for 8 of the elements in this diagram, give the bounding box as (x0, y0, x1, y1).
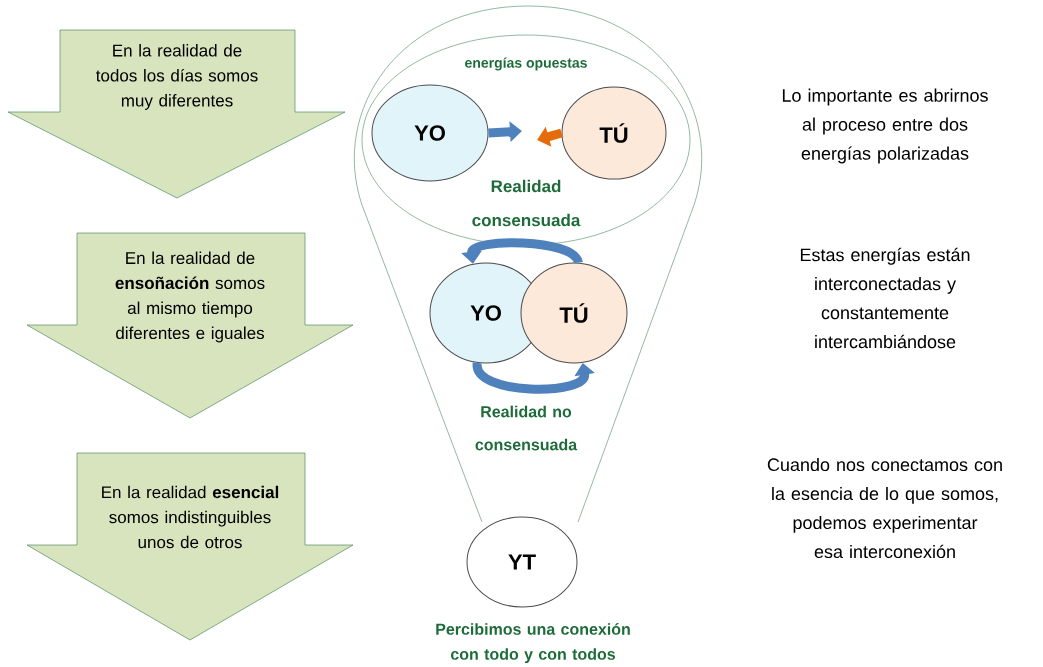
note-text: Cuando nos conectamos con la esencia de lo que somos, podemos experimentar esa interconexión (767, 457, 1002, 559)
note-text: Lo importante es abrirnos al proceso entre dos energías polarizadas (782, 88, 988, 164)
down-arrow-box: En la realidad esencial somos indistinguibles unos de otros (26, 452, 354, 641)
caption-text: Realidad no consensuada (475, 405, 578, 451)
caption-text: Percibimos una conexión con todo y con todos (436, 623, 630, 664)
down-arrow-box: En la realidad de todos los días somos muy diferentes (7, 29, 346, 199)
note-text: Estas energías están interconectadas y constantemente intercambiándose (800, 247, 970, 349)
down-arrow-box: En la realidad de ensoñación somos al mismo tiempo diferentes e iguales (26, 232, 354, 419)
